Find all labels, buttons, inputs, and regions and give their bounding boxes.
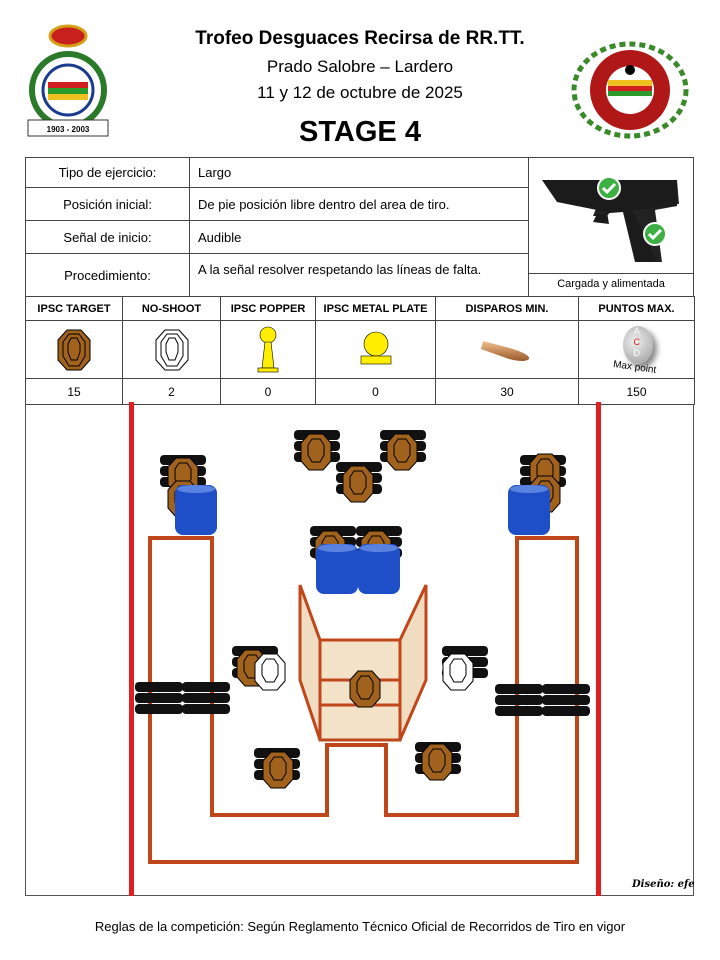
designer-signature: Diseño: efe — [632, 879, 695, 890]
wall-panel — [398, 584, 428, 741]
wall-panel — [298, 584, 322, 741]
fault-line-wall — [148, 536, 579, 864]
barrel — [508, 485, 550, 535]
pistol-icon — [542, 176, 679, 262]
tire — [135, 704, 183, 714]
no-shoot — [254, 653, 286, 691]
stage-area — [25, 404, 694, 896]
max-point-letter: A — [633, 325, 640, 336]
bullet-icon — [481, 340, 530, 361]
ipsc-target — [262, 751, 294, 789]
ipsc-target — [300, 433, 332, 471]
puntos-max-value: 150 — [578, 378, 695, 405]
no-shoot — [442, 653, 474, 691]
event-location: Prado Salobre – Lardero — [266, 57, 454, 76]
tire — [495, 706, 543, 716]
ipsc-target-icon — [57, 329, 91, 370]
max-point-letter: D — [633, 347, 641, 358]
stage-title: STAGE 4 — [299, 116, 421, 148]
popper-icon — [257, 326, 279, 372]
fault-line-left — [129, 402, 134, 896]
footer-rules: Reglas de la competición: Según Reglamen… — [94, 919, 626, 934]
event-title: Trofeo Desguaces Recirsa de RR.TT. — [195, 28, 525, 49]
window-frame — [318, 638, 402, 742]
fault-line-right — [596, 402, 601, 896]
ipsc-target — [421, 743, 453, 781]
tire — [135, 682, 183, 692]
ipsc-target — [342, 465, 374, 503]
svg-text:1903 - 2003: 1903 - 2003 — [47, 125, 90, 134]
federation-logo: 1903 - 2003 — [27, 24, 109, 137]
tire — [542, 695, 590, 705]
barrel — [358, 544, 400, 594]
metal-plate-icon — [360, 331, 391, 364]
tire — [182, 704, 230, 714]
no-shoot-icon — [155, 329, 188, 370]
tire — [182, 682, 230, 692]
tire — [542, 706, 590, 716]
tire — [135, 693, 183, 703]
tire — [495, 695, 543, 705]
tire — [542, 684, 590, 694]
ipsc-target — [386, 433, 418, 471]
barrel — [175, 485, 217, 535]
barrel — [316, 544, 358, 594]
event-dates: 11 y 12 de octubre de 2025 — [257, 83, 463, 102]
tire — [182, 693, 230, 703]
ipsc-target — [349, 670, 381, 708]
gun-cell: Cargada y alimentada — [528, 157, 694, 297]
max-point-letter: C — [633, 336, 641, 347]
tire — [495, 684, 543, 694]
club-logo — [571, 41, 689, 139]
gun-caption: Cargada y alimentada — [529, 273, 693, 290]
